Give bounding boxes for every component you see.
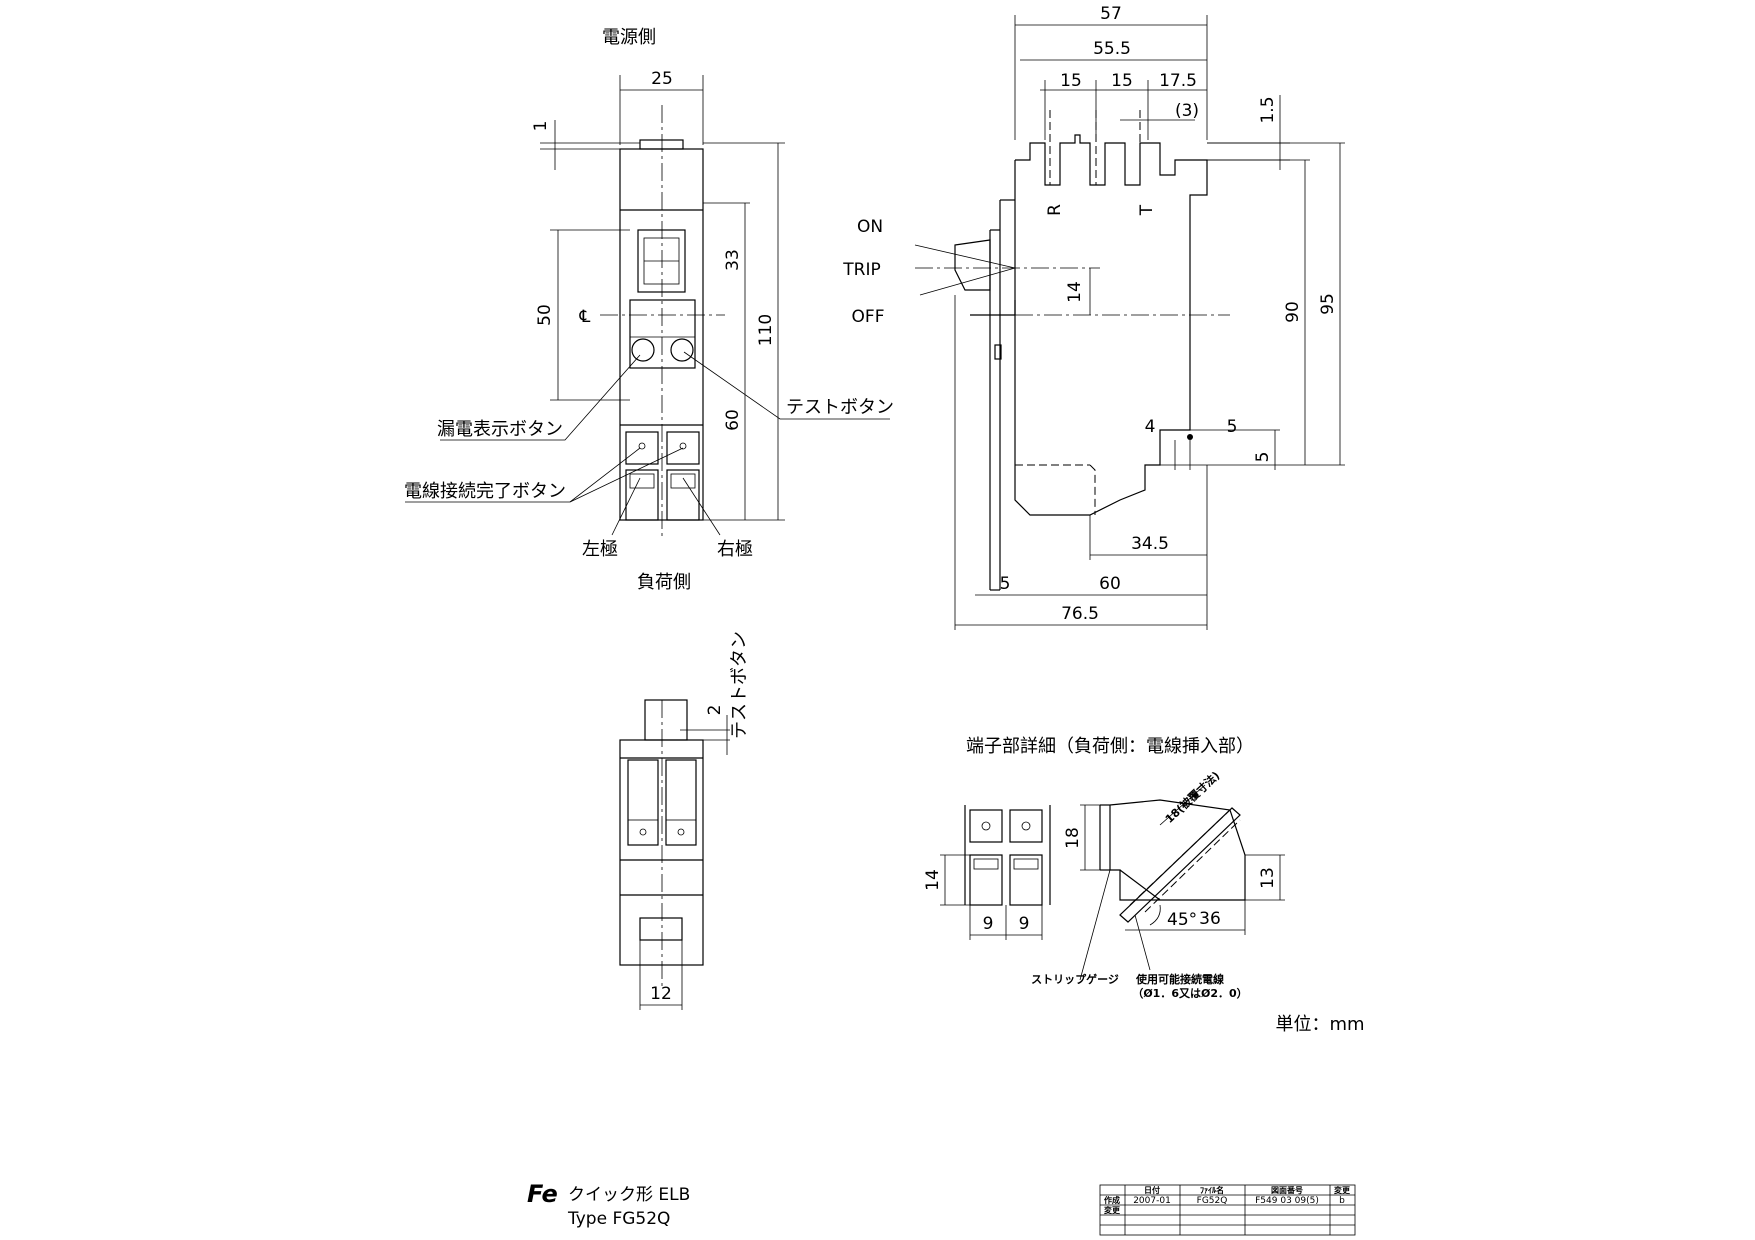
unit-label: 単位：mm: [1275, 1014, 1364, 1035]
detail-dim-36: 36: [1199, 909, 1221, 929]
dim-90: 90: [1283, 301, 1303, 323]
detail-dim-9-b: 9: [1019, 914, 1030, 934]
dim-60-side: 60: [1099, 574, 1121, 594]
terminal-detail: 端子部詳細（負荷側：電線挿入部） 14 9 9 18(被覆寸法): [923, 736, 1285, 1000]
bottom-body: [619, 739, 704, 966]
tb-drawing-no: F549 03 09(5): [1255, 1196, 1319, 1206]
terminal-detail-title: 端子部詳細（負荷側：電線挿入部）: [966, 736, 1254, 757]
dim-1-5: 1.5: [1258, 96, 1278, 123]
tb-date: 2007-01: [1133, 1196, 1171, 1206]
handle-window: [637, 229, 686, 293]
tb-row-created: 作成: [1104, 1195, 1120, 1205]
bottom-test-button-label: テストボタン: [729, 631, 750, 739]
dim-12: 12: [650, 984, 672, 1004]
dim-5-a: 5: [1227, 417, 1238, 437]
source-side-label: 電源側: [602, 27, 656, 48]
tb-header-rev: 変更: [1334, 1185, 1351, 1195]
terminal-label-t: T: [1137, 204, 1157, 216]
callout-leak-indicator: 漏電表示ボタン: [437, 419, 563, 440]
dim-15-a: 15: [1060, 71, 1082, 91]
callout-test-button: テストボタン: [786, 397, 894, 418]
dim-50: 50: [535, 304, 555, 326]
side-body-outline: [1014, 134, 1208, 516]
terminal-lower-right: [666, 469, 700, 521]
usable-wire-size-label: （Ø1．6又はØ2．0）: [1132, 987, 1247, 1000]
side-view: 57 55.5 15 15 17.5 (3) 1.5 R T: [842, 4, 1345, 630]
handle-trip-label: TRIP: [842, 260, 880, 280]
detail-dim-18: 18: [1063, 827, 1083, 849]
tb-header-drawing-no: 図面番号: [1271, 1185, 1303, 1195]
dim-top-step-1: 1: [531, 121, 551, 132]
dim-14: 14: [1065, 281, 1085, 303]
test-button-shape: [670, 338, 694, 362]
leak-indicator-button-shape: [631, 338, 655, 362]
tb-header-date: 日付: [1144, 1185, 1160, 1195]
dim-34-5: 34.5: [1131, 534, 1169, 554]
product-label: Fe クイック形 ELB Type FG52Q: [527, 1180, 690, 1229]
dim-57: 57: [1100, 4, 1122, 24]
callout-left-pole: 左極: [582, 539, 618, 560]
terminal-upper-right: [666, 431, 700, 465]
product-name: クイック形 ELB: [568, 1185, 690, 1205]
dim-4: 4: [1145, 417, 1156, 437]
title-block: 日付 ﾌｧｲﾙ名 図面番号 変更 作成 2007-01 FG52Q F549 0…: [1099, 1184, 1356, 1236]
dim-95: 95: [1318, 293, 1338, 315]
bottom-view: 2 テストボタン 12: [619, 631, 750, 1010]
dim-5-c: 5: [1000, 574, 1011, 594]
tb-header-file: ﾌｧｲﾙ名: [1200, 1185, 1224, 1195]
callout-wire-complete: 電線接続完了ボタン: [404, 481, 566, 502]
load-side-label: 負荷側: [637, 572, 691, 593]
tb-rev: b: [1339, 1196, 1345, 1206]
dim-3: (3): [1175, 101, 1199, 121]
terminal-label-r: R: [1045, 204, 1065, 216]
test-button-protrusion: [644, 699, 688, 741]
dim-15-b: 15: [1111, 71, 1133, 91]
detail-strip-length: 18(被覆寸法): [1162, 768, 1222, 826]
product-type: Type FG52Q: [567, 1209, 670, 1229]
dim-2: 2: [705, 705, 725, 716]
dim-17-5: 17.5: [1159, 71, 1197, 91]
handle-on-label: ON: [857, 217, 883, 237]
tb-file: FG52Q: [1197, 1196, 1228, 1206]
dim-60: 60: [723, 409, 743, 431]
detail-angle-45: 45°: [1167, 910, 1197, 930]
detail-dim-14: 14: [923, 869, 943, 891]
button-panel: [629, 299, 696, 369]
front-view: 電源側 25 1 ℄ 5: [404, 27, 894, 593]
dim-width-25: 25: [651, 69, 673, 89]
strip-gauge-label: ストリップゲージ: [1031, 972, 1119, 986]
callout-right-pole: 右極: [717, 539, 753, 560]
terminal-upper-left: [625, 431, 659, 465]
dim-76-5: 76.5: [1061, 604, 1099, 624]
handle: [954, 239, 991, 291]
tb-row-changed: 変更: [1104, 1205, 1121, 1215]
handle-off-label: OFF: [852, 307, 885, 327]
detail-dim-9-a: 9: [983, 914, 994, 934]
dim-33: 33: [723, 249, 743, 271]
detail-dim-13: 13: [1258, 867, 1278, 889]
dim-55-5: 55.5: [1093, 39, 1131, 59]
usable-wire-label: 使用可能接続電線: [1135, 972, 1224, 986]
dim-5-b: 5: [1253, 452, 1273, 463]
centerline-symbol: ℄: [579, 307, 591, 327]
terminal-lower-left: [625, 469, 659, 521]
fe-logo: Fe: [527, 1180, 558, 1208]
dim-110: 110: [756, 314, 776, 346]
